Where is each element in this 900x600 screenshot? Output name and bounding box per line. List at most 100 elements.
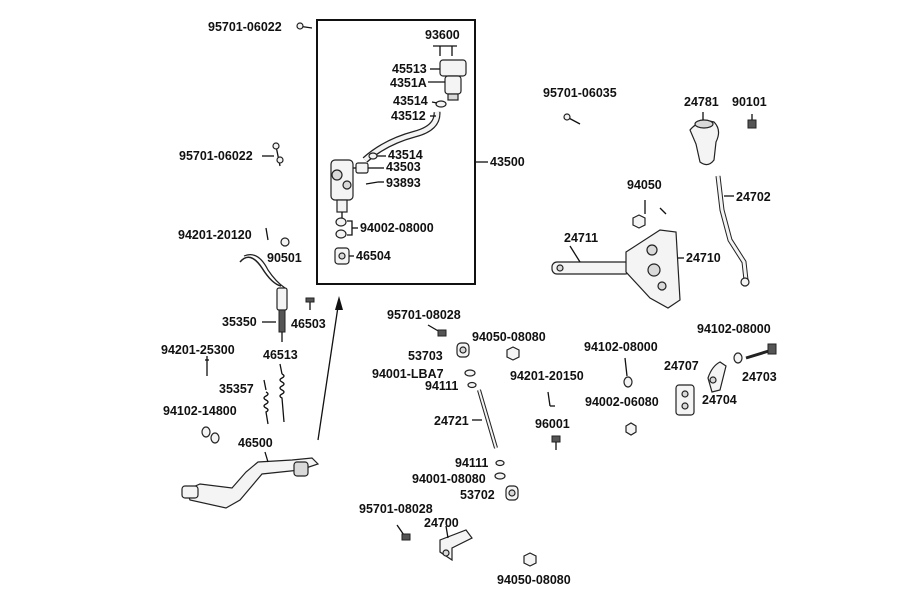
- label-93893: 93893: [386, 176, 421, 190]
- label-46513: 46513: [263, 348, 298, 362]
- label-94001-08080: 94001-08080: [412, 472, 486, 486]
- part-94102-08000-washer-right: [733, 352, 743, 364]
- label-94201-25300: 94201-25300: [161, 343, 235, 357]
- label-45513: 45513: [392, 62, 427, 76]
- label-94001-LBA7: 94001-LBA7: [372, 367, 444, 381]
- part-94050-nut: [632, 207, 667, 229]
- label-93600: 93600: [425, 28, 460, 42]
- label-53702: 53702: [460, 488, 495, 502]
- label-94102-08000-left: 94102-08000: [584, 340, 658, 354]
- part-94111-lower: [495, 459, 505, 467]
- label-95701-06035: 95701-06035: [543, 86, 617, 100]
- part-24707-block: [675, 384, 695, 416]
- part-94002-06080-nut: [625, 422, 637, 436]
- label-94111-lower: 94111: [455, 456, 488, 470]
- label-94050-08080-upper: 94050-08080: [472, 330, 546, 344]
- label-90501: 90501: [267, 251, 302, 265]
- part-24711-shaft: [551, 261, 631, 275]
- part-94001-08080-nut: [494, 472, 506, 480]
- label-46504: 46504: [356, 249, 391, 263]
- part-95701-08028-bolt-upper: [427, 324, 447, 337]
- label-94002-08000: 94002-08000: [360, 221, 434, 235]
- label-24711: 24711: [564, 231, 598, 245]
- part-35350-cable: [239, 256, 282, 287]
- label-94002-06080: 94002-06080: [585, 395, 659, 409]
- part-24703-bolt: [745, 343, 777, 360]
- part-43514-clip-upper: [435, 100, 447, 108]
- part-95701-08028-bolt-lower: [396, 524, 411, 541]
- part-94201-20150-pin: [547, 391, 555, 407]
- label-43514-upper: 43514: [393, 94, 428, 108]
- part-46504-joint: [334, 247, 350, 265]
- label-90101: 90101: [732, 95, 767, 109]
- part-93893-pin: [365, 181, 379, 185]
- part-94201-25300-pin: [205, 356, 209, 376]
- part-35357-spring: [263, 379, 269, 425]
- part-master-cylinder: [330, 159, 354, 218]
- label-94102-14800: 94102-14800: [163, 404, 237, 418]
- part-94201-20120-pin: [265, 227, 269, 241]
- label-53703: 53703: [408, 349, 443, 363]
- label-46503: 46503: [291, 317, 326, 331]
- part-46503-pin: [305, 297, 315, 310]
- part-24710-bracket: [625, 229, 681, 309]
- assembly-arrow: [317, 299, 340, 441]
- part-90501-washer: [280, 237, 290, 247]
- label-35357: 35357: [219, 382, 254, 396]
- label-43500: 43500: [490, 155, 525, 169]
- part-90101-bolt: [747, 114, 757, 129]
- part-93600-screw: [433, 45, 457, 56]
- label-24710: 24710: [686, 251, 721, 265]
- part-24781-knob: [689, 119, 720, 166]
- label-43514-lower: 43514: [388, 148, 423, 162]
- part-35350-switch: [276, 287, 288, 342]
- label-95701-08028-lower: 95701-08028: [359, 502, 433, 516]
- part-94001-LBA7-nut: [464, 369, 476, 377]
- part-46513-spring: [279, 363, 285, 423]
- label-94102-08000-right: 94102-08000: [697, 322, 771, 336]
- label-94111-upper: 94111: [425, 379, 458, 393]
- label-43503: 43503: [386, 160, 421, 174]
- part-53703-joint: [456, 342, 470, 358]
- label-24707: 24707: [664, 359, 699, 373]
- part-94050-08080-nut-lower: [523, 552, 537, 567]
- label-96001: 96001: [535, 417, 570, 431]
- part-94111-upper: [467, 381, 477, 389]
- label-24702: 24702: [736, 190, 771, 204]
- label-35350: 35350: [222, 315, 257, 329]
- part-53702-joint: [505, 485, 519, 501]
- assembly-box-43500: [316, 19, 476, 285]
- part-95701-06035-bolt: [563, 113, 581, 125]
- part-94102-14800-washers: [201, 426, 220, 444]
- part-43514-clip-lower: [368, 152, 378, 160]
- part-24702-shift-rod: [715, 175, 750, 287]
- label-4351A: 4351A: [390, 76, 427, 90]
- label-24721: 24721: [434, 414, 469, 428]
- label-24700: 24700: [424, 516, 459, 530]
- label-24704: 24704: [702, 393, 737, 407]
- part-24721-rod: [477, 389, 498, 449]
- label-24703: 24703: [742, 370, 777, 384]
- label-95701-06022-top: 95701-06022: [208, 20, 282, 34]
- label-95701-08028-upper: 95701-08028: [387, 308, 461, 322]
- part-24700-shift-arm: [439, 529, 473, 562]
- part-reservoir: [439, 59, 467, 101]
- label-95701-06022-mid: 95701-06022: [179, 149, 253, 163]
- label-94201-20120: 94201-20120: [178, 228, 252, 242]
- part-24704-clevis: [707, 361, 727, 393]
- label-24781: 24781: [684, 95, 719, 109]
- part-95701-06022-bolt-top: [296, 22, 313, 30]
- part-43503-fitting: [352, 162, 369, 174]
- part-96001-bolt: [551, 435, 561, 450]
- label-94050-08080-lower: 94050-08080: [497, 573, 571, 587]
- part-95701-06022-bolt-mid: [272, 142, 284, 167]
- label-46500: 46500: [238, 436, 273, 450]
- part-94102-08000-washer-left: [623, 376, 633, 388]
- label-94201-20150: 94201-20150: [510, 369, 584, 383]
- part-46500-brake-pedal: [181, 457, 320, 509]
- part-94050-08080-nut-upper: [506, 346, 520, 361]
- part-94002-08000-washers: [335, 217, 347, 239]
- label-43512: 43512: [391, 109, 426, 123]
- label-94050: 94050: [627, 178, 662, 192]
